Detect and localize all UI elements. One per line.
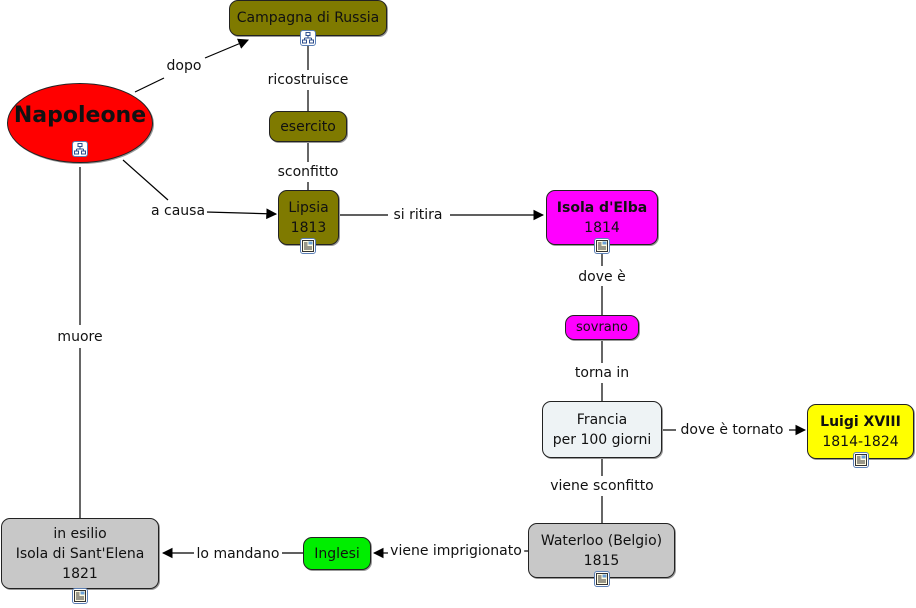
concept-map-icon[interactable]	[300, 30, 316, 46]
concept-label: Napoleone	[13, 103, 147, 128]
concept-isola-d-elba[interactable]: Isola d'Elba 1814	[546, 190, 658, 245]
link-label-muore[interactable]: muore	[55, 328, 105, 346]
document-image-icon[interactable]	[853, 452, 869, 468]
link-label-torna-in[interactable]: torna in	[572, 364, 632, 382]
link-label-si-ritira[interactable]: si ritira	[391, 206, 445, 224]
concept-label: esercito	[280, 118, 336, 135]
link-label-a-causa[interactable]: a causa	[148, 202, 208, 220]
document-image-icon[interactable]	[300, 238, 316, 254]
link-label-dove-e[interactable]: dove è	[576, 268, 628, 286]
concept-label-line2: per 100 giorni	[552, 431, 652, 448]
concept-map-icon[interactable]	[72, 141, 88, 157]
arrow-dopo-campagna	[204, 38, 249, 59]
line-napoleone-acausa	[122, 159, 169, 201]
document-image-icon[interactable]	[594, 238, 610, 254]
concept-label-line2: 1815	[583, 552, 620, 569]
link-label-viene-sconfitto[interactable]: viene sconfitto	[548, 477, 656, 495]
concept-label-line1: Luigi XVIII	[820, 413, 901, 430]
line-napoleone-dopo	[134, 77, 165, 93]
concept-label-line1: in esilio	[53, 525, 107, 542]
concept-label-line2: 1814-1824	[822, 433, 899, 450]
concept-label-line2: 1813	[290, 219, 327, 236]
link-label-viene-imprigionato[interactable]: viene imprigionato	[388, 542, 524, 560]
concept-label-line1: Lipsia	[288, 199, 329, 216]
concept-label-line1: Waterloo (Belgio)	[540, 532, 663, 549]
concept-label: Inglesi	[314, 545, 360, 562]
concept-label: Campagna di Russia	[236, 10, 380, 26]
concept-esercito[interactable]: esercito	[269, 111, 347, 142]
concept-waterloo[interactable]: Waterloo (Belgio) 1815	[528, 523, 675, 578]
concept-lipsia[interactable]: Lipsia 1813	[278, 190, 339, 245]
concept-in-esilio[interactable]: in esilio Isola di Sant'Elena 1821	[1, 518, 159, 589]
concept-label-line1: Isola d'Elba	[556, 199, 648, 216]
link-label-sconfitto[interactable]: sconfitto	[275, 163, 341, 181]
concept-label-line1: Francia	[576, 411, 628, 428]
link-label-dove-e-tornato[interactable]: dove è tornato	[678, 421, 786, 439]
concept-francia[interactable]: Francia per 100 giorni	[542, 401, 662, 458]
concept-label-line2: Isola di Sant'Elena	[15, 545, 145, 562]
link-label-lo-mandano[interactable]: lo mandano	[194, 545, 282, 563]
concept-luigi-xviii[interactable]: Luigi XVIII 1814-1824	[807, 404, 914, 459]
concept-inglesi[interactable]: Inglesi	[303, 537, 371, 570]
link-label-dopo[interactable]: dopo	[164, 57, 204, 75]
document-image-icon[interactable]	[72, 588, 88, 604]
concept-label-line2: 1814	[584, 219, 620, 236]
document-image-icon[interactable]	[594, 571, 610, 587]
concept-label-line3: 1821	[62, 565, 98, 582]
concept-sovrano[interactable]: sovrano	[565, 315, 639, 340]
arrow-acausa-lipsia	[205, 208, 278, 220]
concept-label: sovrano	[576, 319, 628, 335]
concept-campagna-di-russia[interactable]: Campagna di Russia	[229, 0, 387, 36]
link-label-ricostruisce[interactable]: ricostruisce	[265, 71, 351, 89]
